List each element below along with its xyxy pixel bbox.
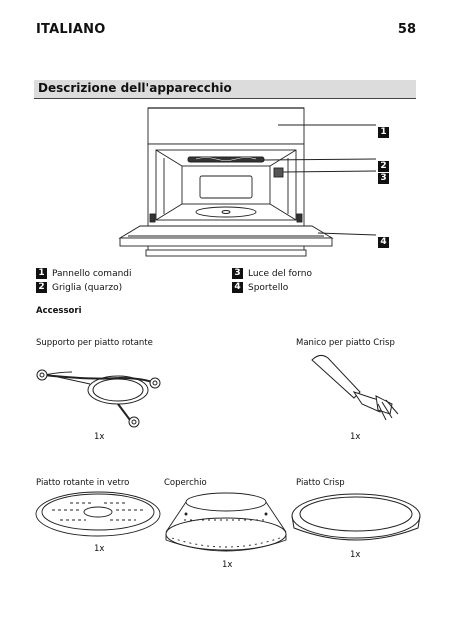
accessory-label-turntable-support: Supporto per piatto rotante (36, 338, 153, 348)
accessory-qty-glass-turntable: 1x (94, 544, 105, 554)
legend-item-2: 2 Griglia (quarzo) (36, 282, 122, 293)
legend-label-4: Sportello (248, 282, 289, 293)
callout-3: 3 (378, 173, 389, 184)
legend-num-2: 2 (36, 282, 47, 293)
accessory-qty-crisp-plate: 1x (350, 550, 361, 560)
accessory-label-crisp-handle: Manico per piatto Crisp (296, 338, 395, 348)
legend-num-3: 3 (232, 268, 243, 279)
legend-num-1: 1 (36, 268, 47, 279)
legend-item-4: 4 Sportello (232, 282, 288, 293)
legend-label-1: Pannello comandi (52, 268, 132, 279)
page-number: 58 (397, 22, 416, 37)
callout-4: 4 (378, 237, 389, 248)
legend-item-3: 3 Luce del forno (232, 268, 312, 279)
callout-1: 1 (378, 127, 389, 138)
accessory-qty-turntable-support: 1x (94, 432, 105, 442)
accessory-qty-cover: 1x (222, 560, 233, 570)
legend-label-2: Griglia (quarzo) (52, 282, 123, 293)
legend-item-1: 1 Pannello comandi (36, 268, 132, 279)
accessory-qty-crisp-handle: 1x (350, 432, 361, 442)
section-bar (34, 80, 416, 99)
accessories-heading: Accessori (36, 306, 82, 316)
accessory-label-glass-turntable: Piatto rotante in vetro (36, 478, 130, 488)
language-header: ITALIANO (36, 22, 106, 37)
legend-num-4: 4 (232, 282, 243, 293)
accessory-label-crisp-plate: Piatto Crisp (296, 478, 345, 488)
callout-2: 2 (378, 161, 389, 172)
accessory-label-cover: Coperchio (164, 478, 207, 488)
section-title: Descrizione dell'apparecchio (38, 81, 232, 95)
legend-label-3: Luce del forno (248, 268, 312, 279)
